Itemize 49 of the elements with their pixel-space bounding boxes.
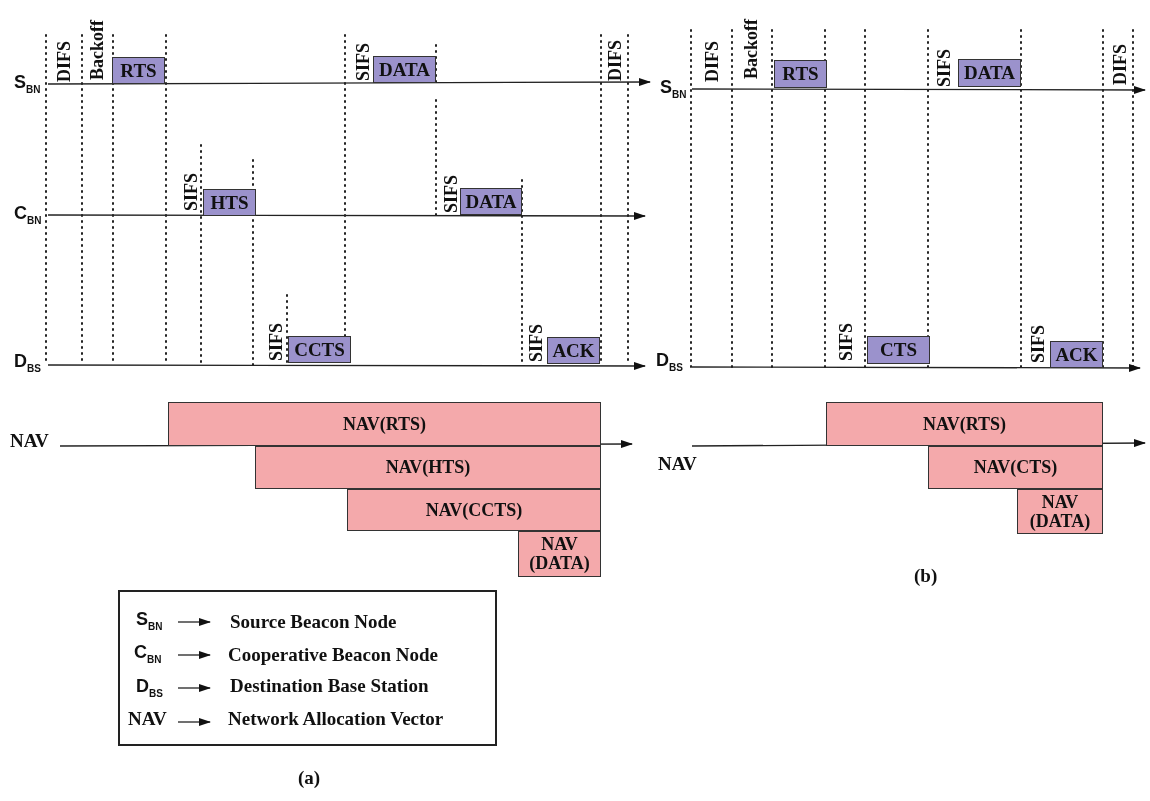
panel-caption: (a) [298,767,321,789]
abbreviation: C$_{BN}$ [134,643,162,666]
nav-bar: NAV(HTS) [255,446,601,489]
interval-label: Backoff [742,19,760,79]
node-label: S$_{BN}$ [660,77,687,100]
nav-bar: NAV(RTS) [168,402,601,446]
interval-label: SIFS [182,172,200,211]
panel-caption: (b) [914,565,938,587]
key-description: Network Allocation Vector [228,709,444,729]
frame-box: CTS [867,336,930,364]
frame-box: CCTS [288,336,351,363]
node-label: NAV [10,430,49,452]
interval-label: SIFS [354,42,372,81]
frame-box: DATA [373,56,436,83]
node-label: C$_{BN}$ [14,203,42,226]
node-label: NAV [658,453,697,475]
interval-label: SIFS [267,322,285,361]
key-description: Cooperative Beacon Node [228,645,439,665]
interval-label: SIFS [527,323,545,362]
interval-label: Backoff [88,20,106,80]
key-box [118,590,497,746]
frame-box: HTS [203,189,256,216]
frame-box: DATA [460,188,522,215]
nav-bar: NAV(CTS) [928,446,1103,489]
interval-label: SIFS [935,48,953,87]
abbreviation: NAV [128,709,167,729]
frame-box: ACK [547,337,600,364]
interval-label: DIFS [55,41,73,82]
nav-bar: NAV(CCTS) [347,489,601,531]
node-label: D$_{BS}$ [656,350,683,373]
interval-label: DIFS [703,41,721,82]
abbreviation: D$_{BS}$ [136,677,163,700]
nav-bar: NAV(RTS) [826,402,1103,446]
abbreviation: S$_{BN}$ [136,610,163,633]
nav-bar: NAV (DATA) [518,531,601,577]
frame-box: ACK [1050,341,1103,368]
interval-label: SIFS [442,174,460,213]
frame-box: RTS [112,57,165,84]
key-description: Source Beacon Node [230,612,397,632]
node-label: D$_{BS}$ [14,351,41,374]
node-label: S$_{BN}$ [14,72,41,95]
frame-box: DATA [958,59,1021,87]
key-description: Destination Base Station [230,676,429,696]
interval-label: DIFS [1111,44,1129,85]
interval-label: SIFS [837,322,855,361]
interval-label: SIFS [1029,324,1047,363]
nav-bar: NAV (DATA) [1017,489,1103,534]
interval-label: DIFS [606,40,624,81]
frame-box: RTS [774,60,827,88]
